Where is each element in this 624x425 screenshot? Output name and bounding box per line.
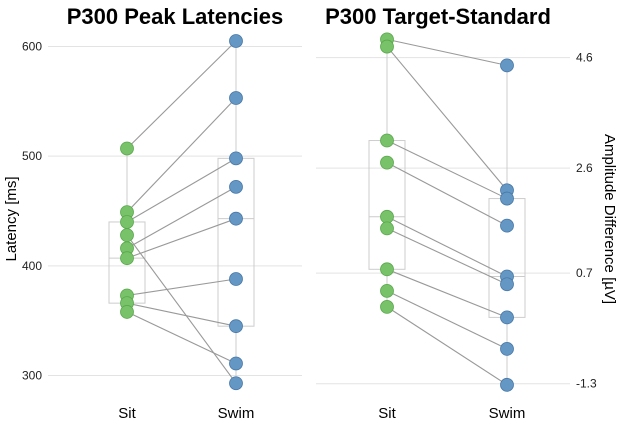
y-axis-label: Latency [ms] — [3, 176, 20, 261]
pair-line — [386, 290, 508, 350]
swim-point — [229, 376, 243, 391]
sit-point — [380, 221, 394, 236]
sit-point — [120, 228, 134, 243]
pair-line — [386, 140, 508, 200]
y-tick-label: 500 — [22, 149, 42, 163]
pair-line — [386, 216, 508, 277]
x-category-label: Swim — [218, 405, 255, 422]
x-category-label: Swim — [489, 405, 526, 422]
swim-point — [229, 272, 243, 286]
sit-point — [380, 299, 394, 314]
y-tick-label: 0.7 — [576, 266, 593, 280]
y-tick-label: 400 — [22, 259, 42, 273]
swim-point — [229, 34, 243, 48]
sit-point — [380, 283, 394, 298]
sit-point — [120, 305, 134, 319]
swim-point — [500, 377, 514, 392]
pair-line — [386, 38, 508, 66]
x-category-label: Sit — [378, 405, 396, 422]
chart-title: P300 Peak Latencies — [67, 4, 283, 29]
sit-point — [380, 262, 394, 277]
swim-point — [500, 341, 514, 356]
pair-line — [126, 302, 237, 327]
pair-line — [126, 278, 237, 297]
pair-line — [386, 227, 508, 285]
swim-point — [229, 356, 243, 371]
swim-point — [500, 218, 514, 233]
pair-line — [386, 268, 508, 318]
swim-point — [500, 191, 514, 206]
swim-point — [500, 310, 514, 325]
sit-point — [380, 39, 394, 54]
y-tick-label: -1.3 — [576, 377, 597, 391]
y-tick-label: 600 — [22, 39, 42, 53]
pair-line — [126, 40, 237, 149]
swim-point — [229, 179, 243, 194]
pair-line — [126, 157, 237, 223]
pair-line — [126, 234, 237, 384]
chart-title: P300 Target-Standard — [325, 4, 551, 29]
sit-point — [380, 133, 394, 148]
y-axis-label: Amplitude Difference [µV] — [601, 134, 618, 304]
x-category-label: Sit — [118, 405, 136, 422]
pair-line — [126, 218, 237, 259]
sit-point — [380, 155, 394, 170]
pair-line — [126, 97, 237, 213]
swim-point — [500, 58, 514, 73]
pair-line — [386, 46, 508, 191]
swim-point — [229, 211, 243, 226]
sit-point — [120, 251, 134, 266]
swim-point — [500, 277, 514, 292]
swim-point — [229, 151, 243, 166]
y-tick-label: 2.6 — [576, 161, 593, 175]
pair-line — [126, 186, 237, 249]
y-tick-label: 300 — [22, 369, 42, 383]
sit-point — [120, 215, 134, 229]
swim-point — [229, 319, 243, 334]
pair-line — [386, 162, 508, 227]
pair-line — [126, 311, 237, 364]
y-tick-label: 4.6 — [576, 51, 593, 65]
pair-line — [386, 306, 508, 386]
sit-point — [380, 209, 394, 224]
swim-point — [229, 91, 243, 105]
sit-point — [120, 141, 134, 156]
